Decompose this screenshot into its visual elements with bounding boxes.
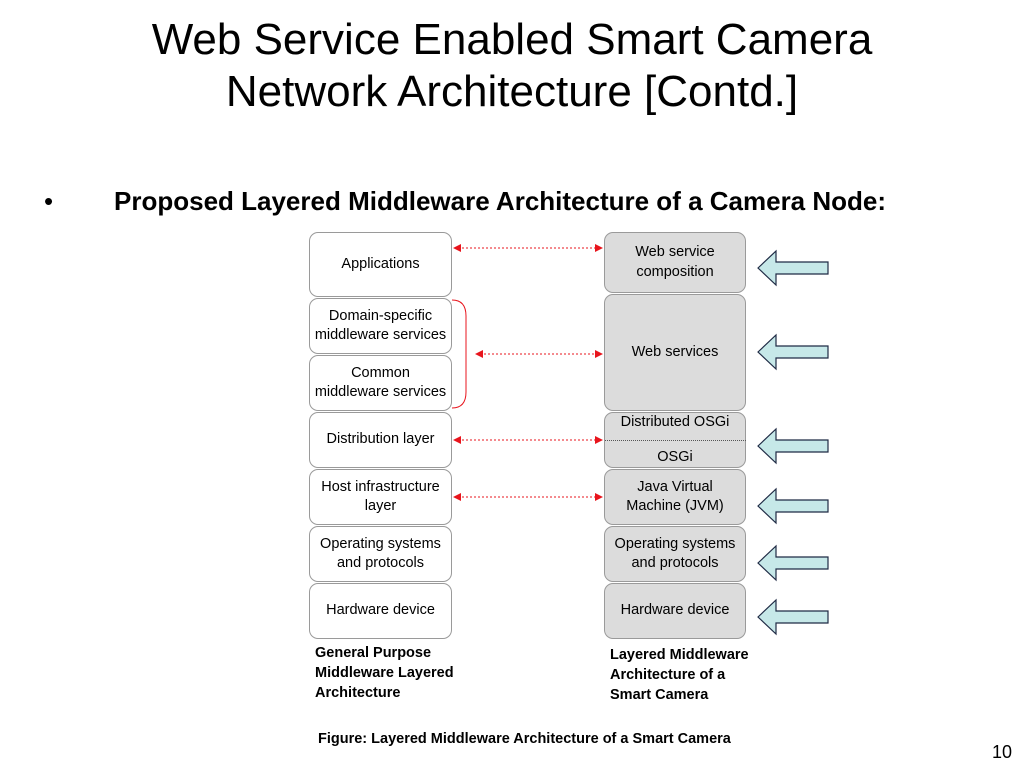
right-layer-web-service-composition: Web service composition <box>604 232 746 293</box>
right-layer-web-services: Web services <box>604 294 746 411</box>
left-arrow-icon <box>757 598 829 636</box>
osgi-divider <box>605 440 746 441</box>
right-layer-distributed-osgi: Distributed OSGi <box>620 414 730 430</box>
left-caption-line: Middleware Layered <box>315 665 454 681</box>
title-line-2: Network Architecture [Contd.] <box>225 67 799 116</box>
right-caption-line: Layered Middleware <box>610 647 749 663</box>
left-layer-operating-systems: Operating systems and protocols <box>309 526 452 582</box>
right-caption-line: Smart Camera <box>610 687 709 703</box>
right-layer-jvm: Java Virtual Machine (JVM) <box>604 469 746 525</box>
left-caption-line: General Purpose <box>315 645 432 661</box>
left-layer-common-middleware: Common middleware services <box>309 355 452 411</box>
right-stack-caption: Layered Middleware Architecture of a Sma… <box>610 645 749 705</box>
right-layer-osgi-label: OSGi <box>657 448 693 465</box>
left-arrow-icon <box>757 544 829 582</box>
side-arrows <box>757 249 829 636</box>
bullet-text: Proposed Layered Middleware Architecture… <box>114 186 887 216</box>
page-number: 10 <box>992 742 1013 762</box>
right-layer-hardware-device: Hardware device <box>604 583 746 639</box>
left-caption-line: Architecture <box>315 685 401 701</box>
left-arrow-icon <box>757 487 829 525</box>
left-layer-distribution: Distribution layer <box>309 412 452 468</box>
left-arrow-icon <box>757 333 829 371</box>
left-stack-caption: General Purpose Middleware Layered Archi… <box>315 643 454 703</box>
left-layer-host-infrastructure: Host infrastructure layer <box>309 469 452 525</box>
middleware-bracket <box>451 299 467 409</box>
title-line-1: Web Service Enabled Smart Camera <box>151 15 873 64</box>
left-arrow-icon <box>757 427 829 465</box>
right-caption-line: Architecture of a <box>610 667 726 683</box>
left-arrow-icon <box>757 249 829 287</box>
bullet-marker: • <box>44 186 54 216</box>
right-layer-operating-systems: Operating systems and protocols <box>604 526 746 582</box>
left-layer-hardware-device: Hardware device <box>309 583 452 639</box>
slide-title: Web Service Enabled Smart Camera Network… <box>0 14 1024 118</box>
left-layer-domain-specific-middleware: Domain-specific middleware services <box>309 298 452 354</box>
left-layer-applications: Applications <box>309 232 452 297</box>
figure-caption: Figure: Layered Middleware Architecture … <box>318 731 731 747</box>
